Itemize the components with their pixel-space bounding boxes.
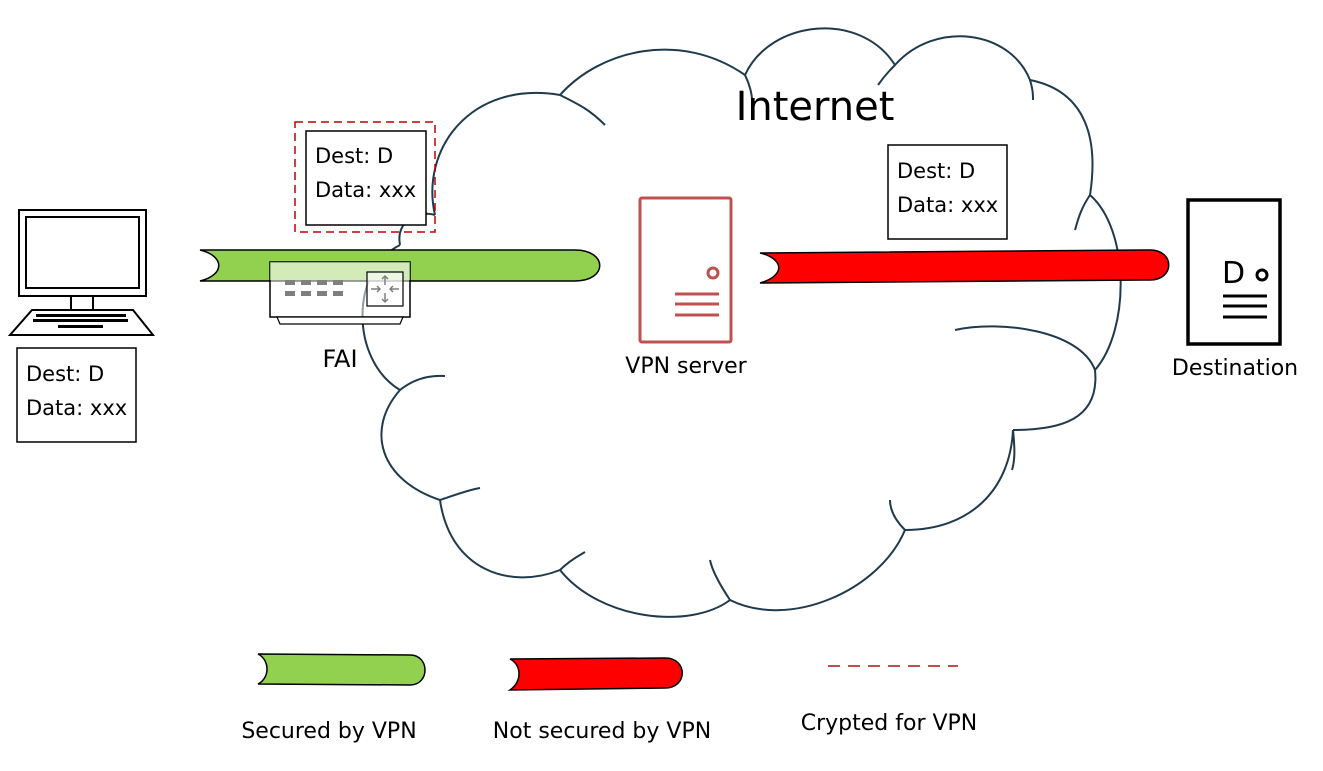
encryption-boundary [294,121,436,233]
legend-not-secured-swatch [507,657,683,691]
legend: Secured by VPN Not secured by VPN Crypte… [241,653,978,744]
isp-router-icon [269,261,411,325]
legend-not-secured-label: Not secured by VPN [493,719,711,744]
computer-icon [7,209,156,336]
destination-glyph: D [1222,256,1245,291]
computer-packet-dest: Dest: D [26,362,104,386]
isp-packet-data: Data: xxx [315,178,416,202]
internet-packet-data: Data: xxx [897,193,998,217]
internet-cloud [361,27,1122,618]
internet-packet-dest: Dest: D [897,159,975,183]
legend-crypted-label: Crypted for VPN [801,711,978,736]
vpn-server-label: VPN server [625,354,747,379]
internet-packet: Dest: D Data: xxx [887,144,1008,240]
computer-packet: Dest: D Data: xxx [16,347,137,443]
legend-item-crypted: Crypted for VPN [801,665,978,736]
legend-secured-swatch [257,653,426,686]
internet-title: Internet [736,84,895,130]
isp-label: FAI [322,345,357,373]
legend-secured-label: Secured by VPN [241,719,416,744]
destination-server-icon: D [1186,198,1282,346]
not-secured-pipe [759,249,1170,284]
legend-item-not-secured: Not secured by VPN [493,657,711,744]
vpn-server-icon [638,196,733,344]
isp-packet-dest: Dest: D [315,144,393,168]
computer-packet-data: Data: xxx [26,396,127,420]
isp-packet: Dest: D Data: xxx [294,121,436,233]
destination-label: Destination [1172,356,1298,381]
legend-item-secured: Secured by VPN [241,653,426,744]
